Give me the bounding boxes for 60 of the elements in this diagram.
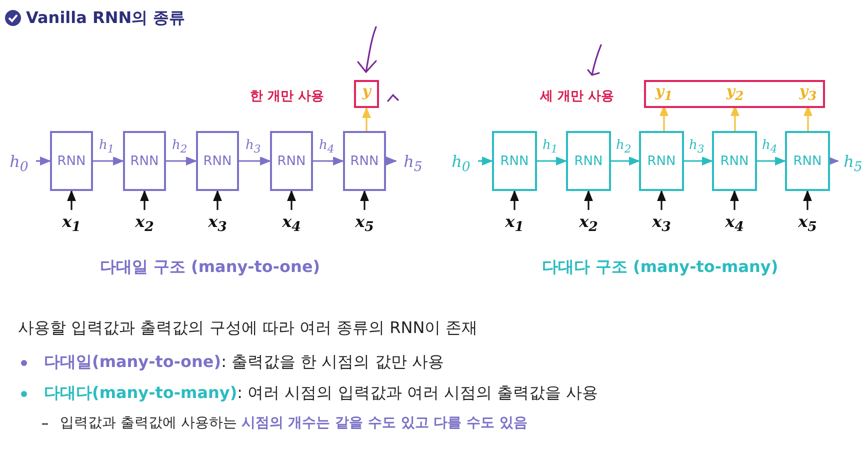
annotation-text: 한 개만 사용 [250, 88, 324, 105]
slide-title: Vanilla RNN의 종류 [26, 8, 186, 29]
input-variable: x$_{2}$ [128, 210, 160, 238]
input-variable: x$_{1}$ [498, 210, 530, 238]
arrow [36, 156, 52, 166]
input-variable: x$_{5}$ [792, 210, 824, 238]
rnn-cell-box: RNN [712, 131, 757, 191]
arrow [93, 156, 124, 166]
diagram-caption: 다대다 구조 (many-to-many) [542, 257, 778, 278]
rnn-cell-box: RNN [566, 131, 611, 191]
body-text: 사용할 입력값과 출력값의 구성에 따라 여러 종류의 RNN이 존재 [18, 318, 478, 339]
arrow [140, 190, 149, 210]
arrow [213, 190, 222, 210]
arrow [67, 190, 76, 210]
arrow [313, 156, 344, 166]
rnn-cell-box: RNN [270, 131, 313, 191]
input-variable: x$_{3}$ [646, 210, 678, 238]
hidden-state-variable: h$_{5}$ [838, 150, 868, 178]
input-variable: x$_{5}$ [348, 210, 380, 238]
input-variable: x$_{2}$ [572, 210, 604, 238]
arrow [584, 190, 593, 210]
rnn-cell-box: RNN [639, 131, 684, 191]
input-variable: x$_{4}$ [718, 210, 750, 238]
arrow [239, 156, 272, 166]
arrow [360, 190, 369, 210]
rnn-cell-box: RNN [50, 131, 93, 191]
rnn-cell-box: RNN [123, 131, 166, 191]
output-box: y [354, 80, 379, 108]
diagram-caption: 다대일 구조 (many-to-one) [100, 257, 320, 278]
arrow [684, 156, 714, 166]
arrow [510, 190, 519, 210]
bullet-text: 다대다(many-to-many): 여러 시점의 입력값과 여러 시점의 출력값을 사용 [44, 383, 598, 404]
hidden-state-variable: h$_{0}$ [2, 150, 36, 178]
output-variable: y$_{2}$ [721, 82, 749, 106]
output-box [644, 80, 825, 108]
arrow [757, 156, 786, 166]
arrow [803, 190, 812, 210]
arrow [611, 156, 640, 166]
hidden-state-variable: h$_{5}$ [396, 150, 430, 178]
arrow [657, 190, 666, 210]
arrow [362, 106, 371, 131]
arrow [478, 156, 494, 166]
output-variable: y$_{3}$ [794, 82, 822, 106]
rnn-cell-box: RNN [785, 131, 830, 191]
arrow [386, 156, 398, 166]
arrow [287, 190, 296, 210]
rnn-cell-box: RNN [196, 131, 239, 191]
rnn-cell-box: RNN [492, 131, 537, 191]
output-variable: y$_{1}$ [650, 82, 678, 106]
input-variable: x$_{1}$ [56, 210, 88, 238]
input-variable: x$_{4}$ [276, 210, 308, 238]
arrow [537, 156, 568, 166]
rnn-cell-box: RNN [343, 131, 386, 191]
sub-bullet-text: 입력값과 출력값에 사용하는 시점의 개수는 같을 수도 있고 다를 수도 있음 [60, 414, 528, 432]
arrow [166, 156, 198, 166]
hidden-state-variable: h$_{0}$ [444, 150, 478, 178]
input-variable: x$_{3}$ [202, 210, 234, 238]
bullet-text: 다대일(many-to-one): 출력값을 한 시점의 값만 사용 [44, 352, 444, 373]
annotation-text: 세 개만 사용 [540, 88, 614, 105]
arrow [730, 190, 739, 210]
